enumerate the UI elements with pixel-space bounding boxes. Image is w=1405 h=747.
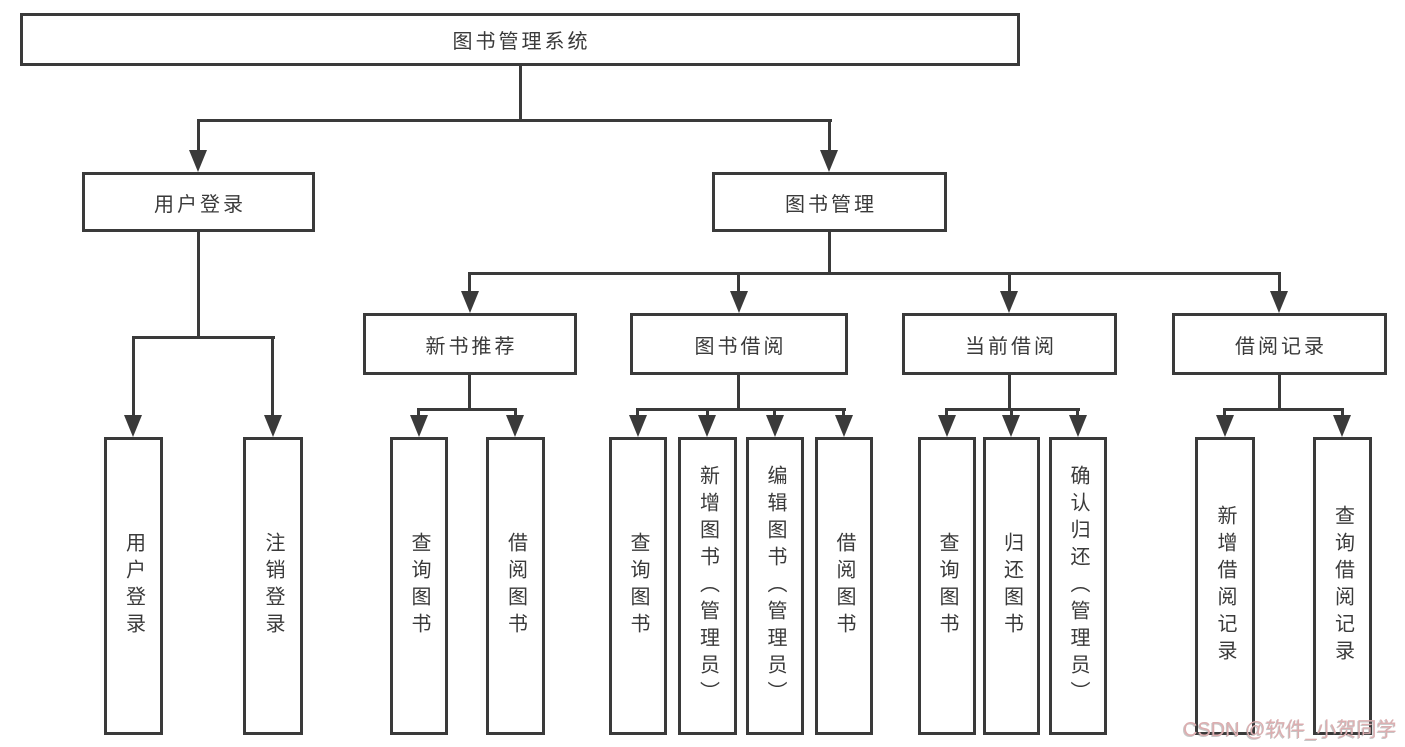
connector <box>1010 408 1013 417</box>
connector <box>1076 408 1079 417</box>
leaf-query-books-current: 查询图书 <box>918 437 976 735</box>
arrowhead-icon <box>1000 291 1018 313</box>
arrowhead-icon <box>124 415 142 437</box>
leaf-return-books: 归还图书 <box>983 437 1040 735</box>
connector <box>1008 272 1011 291</box>
connector <box>1278 272 1281 291</box>
arrowhead-icon <box>189 150 207 172</box>
connector <box>468 272 1281 275</box>
leaf-logout: 注销登录 <box>243 437 303 735</box>
connector <box>828 119 831 150</box>
connector <box>773 408 776 417</box>
arrowhead-icon <box>835 415 853 437</box>
connector <box>706 408 709 417</box>
arrowhead-icon <box>1002 415 1020 437</box>
leaf-edit-books-admin: 编辑图书（管理员） <box>746 437 804 735</box>
arrowhead-icon <box>820 150 838 172</box>
connector <box>197 119 832 122</box>
connector <box>636 408 846 411</box>
connector <box>468 272 471 291</box>
connector <box>197 232 200 336</box>
arrowhead-icon <box>1270 291 1288 313</box>
arrowhead-icon <box>264 415 282 437</box>
watermark: CSDN @软件_小贺同学 <box>1183 719 1397 741</box>
connector <box>514 408 517 417</box>
node-new-book-recommendation: 新书推荐 <box>363 313 577 375</box>
connector <box>519 66 522 119</box>
arrowhead-icon <box>506 415 524 437</box>
arrowhead-icon <box>730 291 748 313</box>
leaf-borrow-books-recommend: 借阅图书 <box>486 437 545 735</box>
arrowhead-icon <box>1216 415 1234 437</box>
leaf-query-books-borrowing: 查询图书 <box>609 437 667 735</box>
leaf-user-login: 用户登录 <box>104 437 163 735</box>
arrowhead-icon <box>1333 415 1351 437</box>
connector <box>737 375 740 408</box>
leaf-borrow-books: 借阅图书 <box>815 437 873 735</box>
connector <box>417 408 517 411</box>
arrowhead-icon <box>1069 415 1087 437</box>
arrowhead-icon <box>629 415 647 437</box>
leaf-query-books-recommend: 查询图书 <box>390 437 448 735</box>
connector <box>828 232 831 272</box>
node-library-management-system: 图书管理系统 <box>20 13 1020 66</box>
arrowhead-icon <box>410 415 428 437</box>
arrowhead-icon <box>938 415 956 437</box>
connector <box>1341 408 1344 417</box>
leaf-add-books-admin: 新增图书（管理员） <box>678 437 737 735</box>
node-user-login: 用户登录 <box>82 172 315 232</box>
connector <box>737 272 740 291</box>
connector <box>132 336 135 415</box>
node-borrowing-records: 借阅记录 <box>1172 313 1387 375</box>
arrowhead-icon <box>461 291 479 313</box>
connector <box>197 119 200 150</box>
connector <box>636 408 639 417</box>
node-book-management: 图书管理 <box>712 172 947 232</box>
leaf-confirm-return-admin: 确认归还（管理员） <box>1049 437 1107 735</box>
connector <box>132 336 275 339</box>
arrowhead-icon <box>766 415 784 437</box>
connector <box>271 336 274 415</box>
connector <box>1223 408 1344 411</box>
arrowhead-icon <box>698 415 716 437</box>
connector <box>945 408 948 417</box>
node-book-borrowing: 图书借阅 <box>630 313 848 375</box>
connector <box>1223 408 1226 417</box>
connector <box>1278 375 1281 408</box>
connector <box>1008 375 1011 408</box>
leaf-query-borrow-record: 查询借阅记录 <box>1313 437 1372 735</box>
node-current-borrowing: 当前借阅 <box>902 313 1117 375</box>
connector <box>842 408 845 417</box>
leaf-add-borrow-record: 新增借阅记录 <box>1195 437 1255 735</box>
connector <box>468 375 471 408</box>
connector <box>417 408 420 417</box>
